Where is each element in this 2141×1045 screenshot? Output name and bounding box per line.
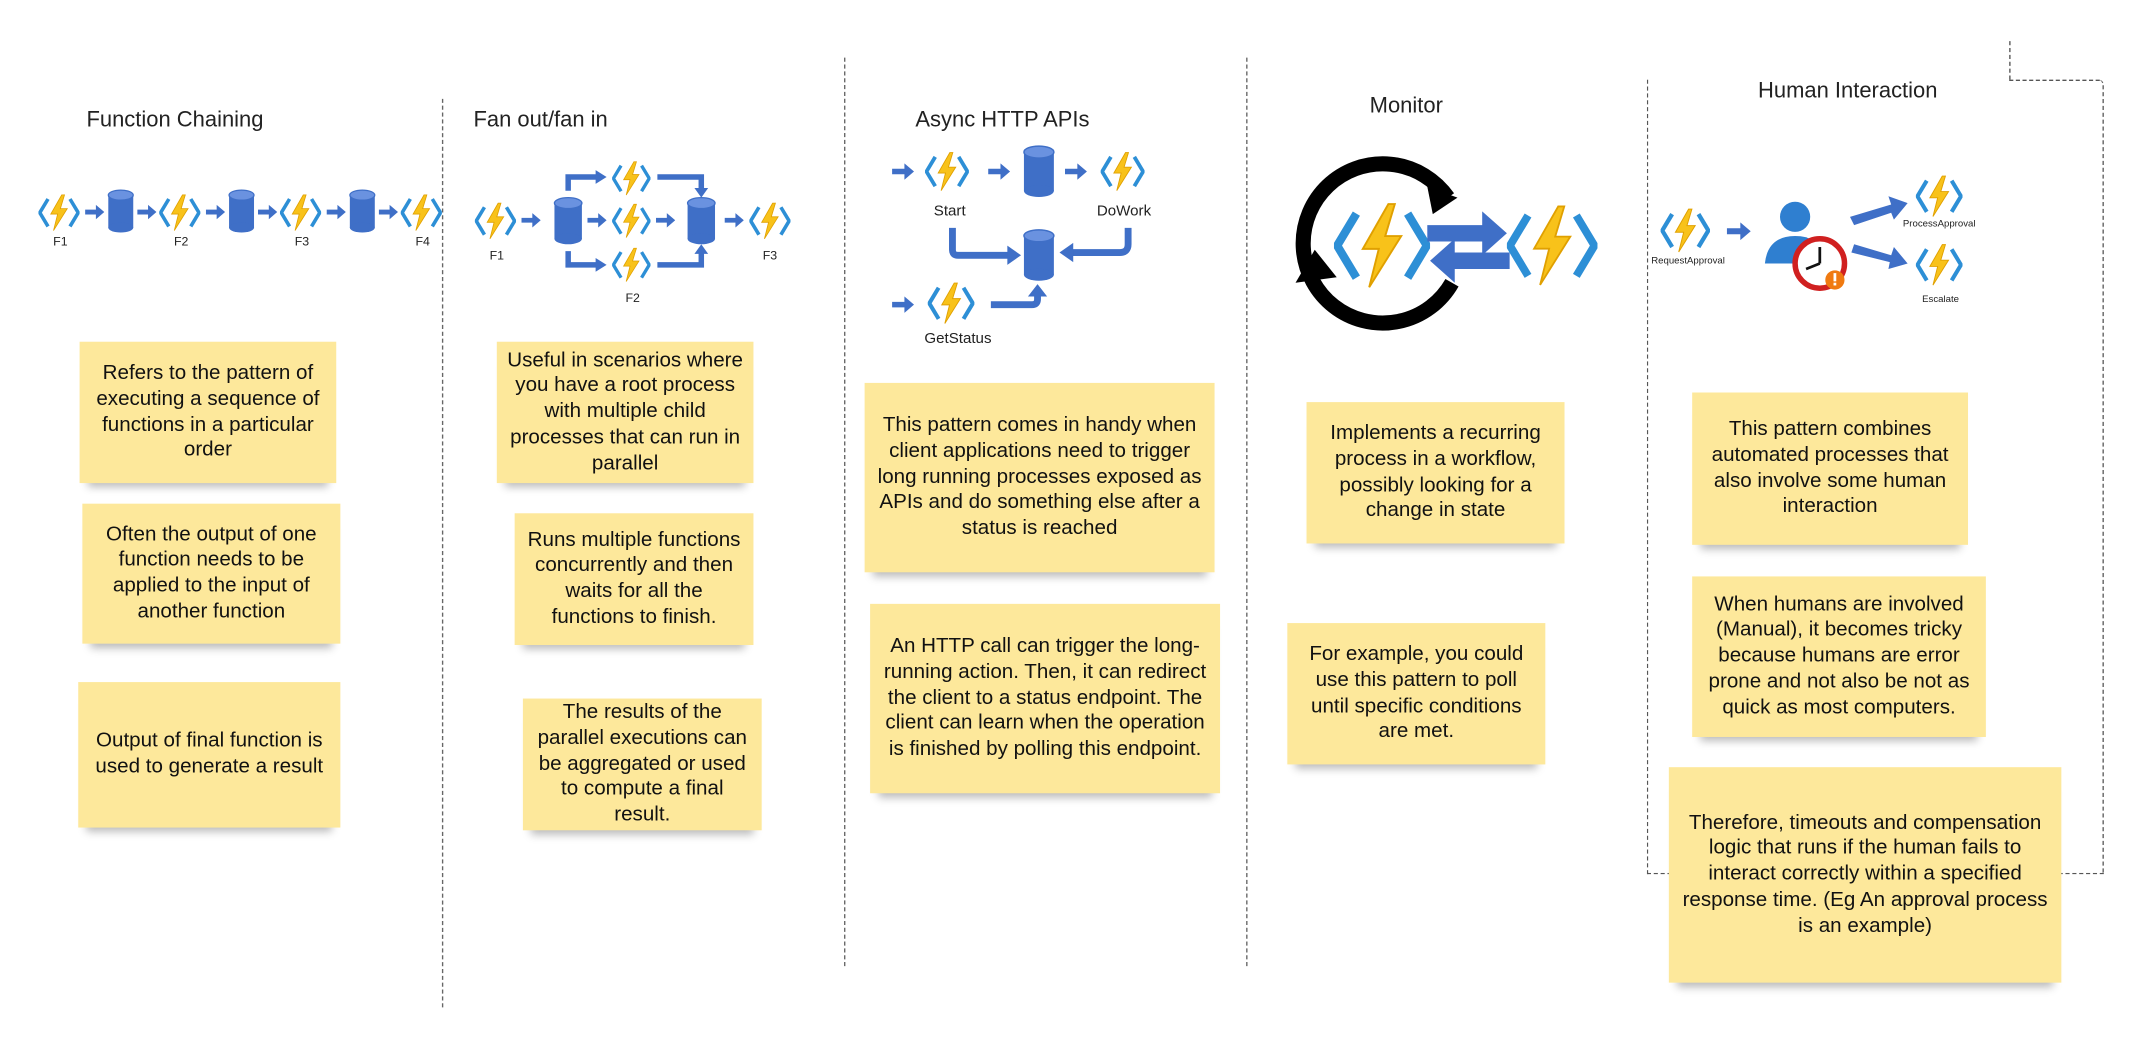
diagram-label-f4: F4 (415, 234, 430, 249)
arrow-icon (137, 204, 157, 220)
column-title-fan-out-fan-in: Fan out/fan in (473, 108, 608, 132)
arrow-icon (587, 213, 607, 228)
diagram-label-f2: F2 (625, 290, 640, 305)
diagram-label-f3: F3 (294, 234, 310, 249)
refresh-icon (1295, 156, 1459, 331)
alert-icon (1825, 270, 1845, 290)
function-icon (1100, 150, 1145, 193)
function-icon (1337, 204, 1427, 287)
sticky-note: Often the output of one function needs t… (82, 503, 341, 644)
function-icon (1917, 176, 1961, 216)
column-divider (441, 98, 444, 1008)
human-interaction-diagram (1658, 165, 1987, 291)
database-icon (107, 189, 134, 234)
diagram-label-escalate: Escalate (1922, 295, 1960, 305)
function-icon (400, 193, 442, 233)
arrow-icon (1430, 238, 1510, 283)
database-icon (1023, 229, 1055, 282)
sticky-note: When humans are involved (Manual), it be… (1692, 576, 1986, 737)
function-icon (749, 201, 791, 241)
arrow-icon (258, 204, 278, 220)
column-title-monitor: Monitor (1369, 94, 1443, 119)
sticky-note: Refers to the pattern of executing a seq… (79, 341, 337, 484)
column-title-human-interaction: Human Interaction (1758, 79, 1938, 103)
function-icon (929, 283, 973, 323)
function-icon (159, 193, 201, 233)
arrow-icon (656, 213, 676, 228)
arrow-icon (85, 204, 105, 220)
sticky-note: This pattern combines automated processe… (1692, 392, 1969, 545)
function-icon (612, 246, 651, 284)
sticky-note: This pattern comes in handy when client … (864, 382, 1215, 573)
function-icon (38, 193, 80, 233)
arrow-icon (892, 163, 915, 180)
sticky-note: For example, you could use this pattern … (1287, 623, 1546, 765)
column-title-function-chaining: Function Chaining (86, 108, 264, 132)
database-icon (686, 196, 716, 246)
column-title-async-http-apis: Async HTTP APIs (915, 108, 1090, 132)
diagram-label-f1: F1 (489, 248, 505, 263)
human-interaction-frame-top (2009, 41, 2101, 80)
database-icon (553, 196, 583, 246)
arrow-icon (326, 204, 346, 220)
database-icon (1023, 145, 1055, 198)
arrow-icon (1726, 222, 1751, 241)
column-divider (844, 57, 846, 967)
function-icon (612, 202, 651, 240)
diagram-label-dowork: DoWork (1096, 203, 1152, 220)
sticky-note: Runs multiple functions concurrently and… (514, 513, 754, 646)
database-icon (228, 189, 255, 234)
arrow-icon (724, 213, 744, 228)
diagram-label-f3: F3 (762, 248, 778, 263)
arrow-icon (1849, 196, 1908, 226)
diagram-label-requestapproval: RequestApproval (1651, 256, 1725, 267)
database-icon (349, 189, 376, 234)
function-icon (1662, 209, 1708, 252)
async-http-apis-diagram (892, 145, 1145, 335)
arrow-icon (1427, 211, 1507, 256)
sticky-note: An HTTP call can trigger the long-runnin… (870, 603, 1221, 794)
diagram-label-start: Start (933, 203, 966, 220)
arrow-icon (1851, 244, 1908, 269)
function-icon (1510, 206, 1595, 285)
monitor-diagram (1295, 156, 1606, 331)
function-icon (279, 193, 322, 233)
fan-out-fan-in-diagram (474, 160, 791, 284)
arrow-icon (988, 163, 1011, 180)
diagram-label-getstatus: GetStatus (924, 330, 992, 348)
sticky-note: Therefore, timeouts and compensation log… (1668, 767, 2062, 983)
arrow-icon (378, 204, 398, 220)
arrow-icon (892, 296, 915, 313)
function-icon (1917, 245, 1961, 285)
diagram-label-processapproval: ProcessApproval (1902, 219, 1976, 230)
human-interaction-frame-top-rail (2009, 79, 2100, 81)
function-icon (924, 150, 969, 193)
sticky-note: Output of final function is used to gene… (78, 682, 341, 828)
sticky-note: Useful in scenarios where you have a roo… (496, 341, 754, 484)
arrow-icon (521, 213, 541, 228)
function-chaining-diagram (38, 189, 442, 234)
arrow-icon (1064, 163, 1087, 180)
diagram-label-f2: F2 (173, 234, 189, 249)
diagram-label-f1: F1 (53, 234, 68, 249)
sticky-note: The results of the parallel executions c… (522, 698, 762, 831)
function-icon (474, 201, 517, 241)
function-icon (612, 160, 651, 197)
column-divider (1246, 57, 1248, 967)
sticky-note: Implements a recurring process in a work… (1306, 402, 1565, 544)
arrow-icon (205, 204, 226, 220)
